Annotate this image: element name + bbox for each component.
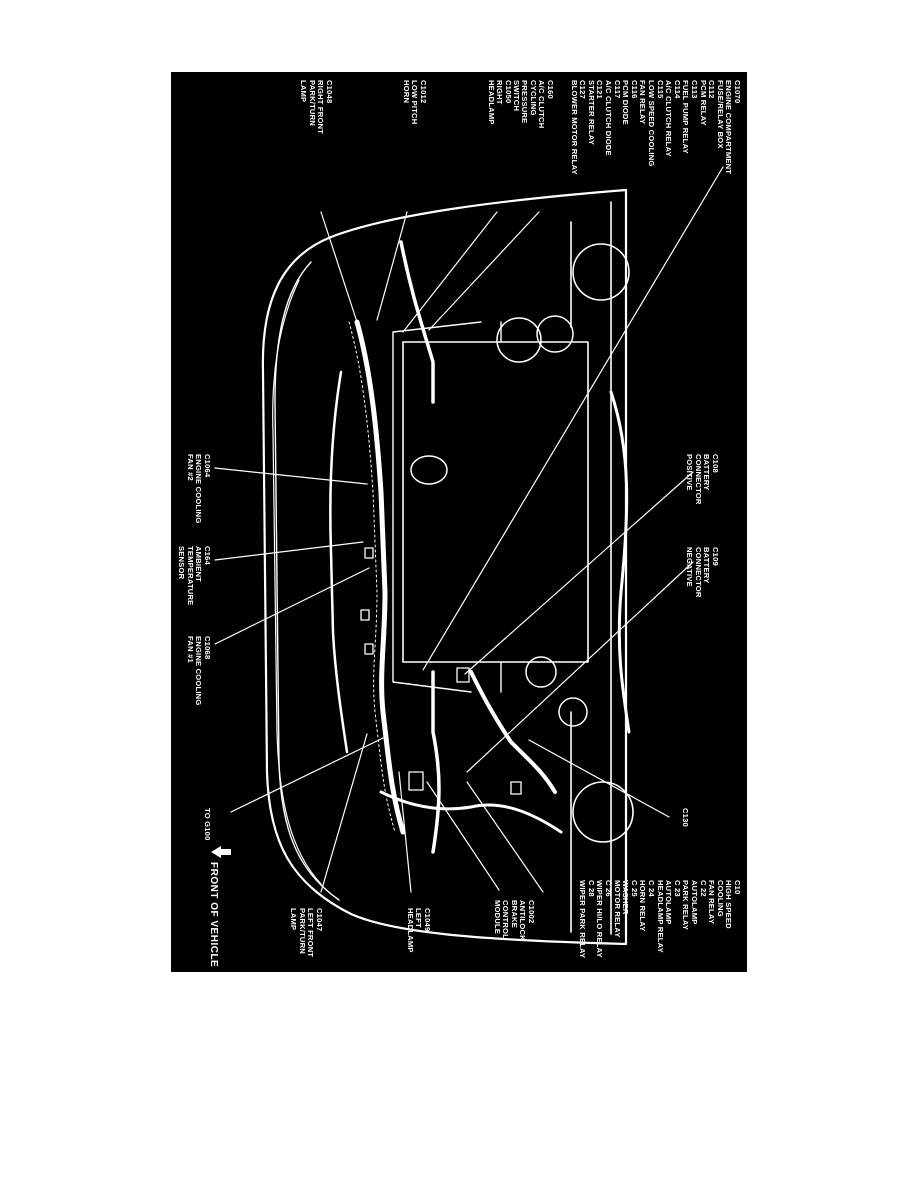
fuse-box-knob-a [525, 656, 557, 688]
label-c1047-left-front-park-turn: C1047 LEFT FRONT PARK/TURN LAMP [289, 908, 324, 958]
right-headlamp-bulb [536, 315, 574, 353]
horn [410, 455, 448, 485]
label-c1050-right-headlamp: C1050 RIGHT HEADLAMP [486, 80, 513, 125]
label-c1049-left-headlamp: C1049 LEFT HEADLAMP [405, 908, 432, 953]
radiator-support [392, 321, 502, 693]
connector-c1064 [364, 547, 374, 559]
right-side-harness [609, 390, 631, 734]
leader-c109 [466, 561, 694, 773]
leader-c164 [214, 541, 364, 561]
left-strut-tower [572, 243, 630, 301]
label-c130: C130 [681, 808, 690, 827]
leader-c130 [528, 739, 670, 818]
leader-g100 [230, 737, 384, 813]
leader-c1002 [426, 781, 500, 891]
label-c164-ambient-temp-sensor: C164 AMBIENT TEMPERATURE SENSOR [177, 546, 212, 606]
front-of-vehicle-arrow-icon [211, 846, 231, 858]
leader-c1064 [214, 467, 368, 485]
label-c1068-cooling-fan-1: C1068 ENGINE COOLING FAN #1 [185, 636, 212, 706]
connector-c1068 [364, 643, 374, 655]
label-c1048-right-front-park-turn: C1048 RIGHT FRONT PARK/TURN LAMP [299, 80, 334, 135]
label-to-g100: TO G100 [203, 808, 212, 841]
leader-c10 [466, 781, 544, 893]
wiring-diagram-panel: C1070 ENGINE COMPARTMENT FUSE/RELAY BOX … [171, 72, 747, 972]
leader-c160 [428, 211, 540, 331]
battery-cable [469, 670, 557, 794]
main-harness [354, 319, 406, 835]
connector-c130 [510, 781, 522, 795]
leader-c108 [464, 471, 694, 675]
fender-harness [329, 370, 349, 754]
leader-c1049 [398, 771, 412, 893]
label-front-of-vehicle: FRONT OF VEHICLE [208, 862, 219, 968]
label-c1012-low-pitch-horn: C1012 LOW PITCH HORN [401, 80, 428, 125]
label-c1002-abs-module: C1002 ANTILOCK BRAKE CONTROL MODULE [492, 900, 536, 941]
cross-harness [379, 790, 563, 834]
radiator-core [402, 341, 589, 663]
leader-c1048 [320, 211, 358, 323]
label-c160-ac-pressure-switch: C160 A/C CLUTCH CYCLING PRESSURE SWITCH [511, 80, 555, 129]
connector-abs [408, 771, 424, 791]
label-c109-battery-negative: C109 BATTERY CONNECTOR NEGATIVE [685, 547, 720, 598]
leader-c1068 [214, 567, 370, 645]
leader-c1070 [422, 166, 724, 671]
main-harness-ribs [348, 321, 396, 833]
cowl-line [570, 201, 612, 935]
connector-battery [456, 667, 470, 683]
left-headlamp-bulb [496, 317, 542, 363]
label-c108-battery-positive: C108 BATTERY CONNECTOR POSITIVE [685, 454, 720, 505]
connector-c164 [360, 609, 370, 621]
bumper-lip [272, 279, 322, 885]
engine-compartment-drawing [214, 166, 724, 946]
fuse-box-knob-b [558, 697, 588, 727]
bumper-inner [274, 261, 340, 901]
leader-c1050 [402, 211, 498, 333]
body-outline [261, 188, 628, 946]
label-c1064-cooling-fan-2: C1064 ENGINE COOLING FAN #2 [185, 454, 212, 524]
label-c1070-fuse-relay-box: C1070 ENGINE COMPARTMENT FUSE/RELAY BOX … [569, 80, 742, 175]
secondary-harness [399, 240, 441, 854]
leader-c1047 [320, 733, 368, 893]
right-strut-tower [572, 781, 634, 843]
label-c10-relays: C10 HIGH SPEED COOLING FAN RELAY C 22 AU… [578, 880, 742, 959]
leader-c1012 [376, 211, 408, 321]
